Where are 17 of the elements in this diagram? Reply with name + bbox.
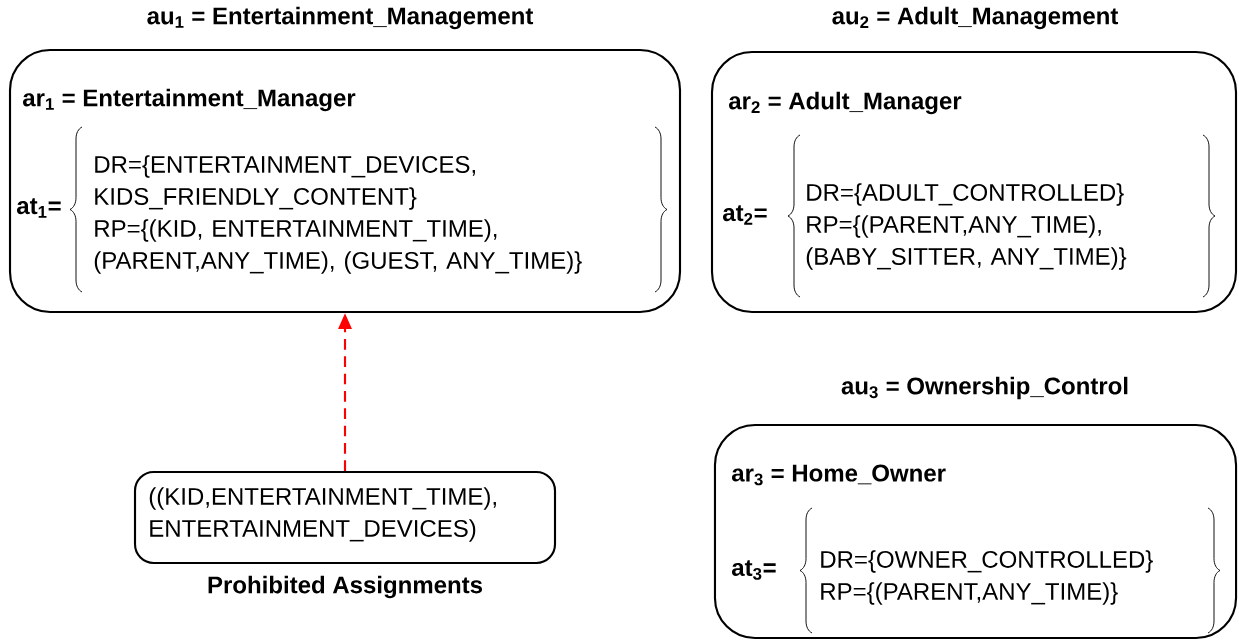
box-heading: au$_{3}$ = Ownership_Control (841, 376, 1128, 400)
attribute-set: DR={OWNER_CONTROLLED} (821, 550, 1153, 573)
box-caption: Prohibited Assignments (208, 575, 483, 599)
box-heading: au$_{2}$ = Adult_Management (832, 6, 1119, 30)
role-label: ar$_{2}$ = Adult_Manager (729, 91, 962, 115)
attribute-set: RP={(PARENT,ANY_TIME)} (821, 582, 1118, 605)
attribute-set: RP={(PARENT,ANY_TIME), (BABY_SITTER, ANY_TIME)} (806, 215, 1127, 270)
attribute-set: DR={ADULT_CONTROLLED} (807, 183, 1124, 206)
attribute-set: DR={ENTERTAINMENT_DEVICES, KIDS_FRIENDLY_CONTENT} (95, 155, 475, 210)
attribute-label: at$_{3}$= (732, 560, 776, 580)
assignment-text: ((KID,ENTERTAINMENT_TIME), ENTERTAINMENT_DEVICES) (149, 487, 496, 542)
attribute-set: RP={(KID, ENTERTAINMENT_TIME), (PARENT,ANY_TIME), (GUEST, ANY_TIME)} (94, 219, 582, 274)
box-heading: au$_{1}$ = Entertainment_Management (147, 6, 534, 30)
attribute-label: at$_{1}$= (17, 198, 61, 218)
attribute-label: at$_{2}$= (723, 205, 767, 225)
role-label: ar$_{1}$ = Entertainment_Manager (23, 88, 356, 112)
role-label: ar$_{3}$ = Home_Owner (732, 464, 946, 486)
